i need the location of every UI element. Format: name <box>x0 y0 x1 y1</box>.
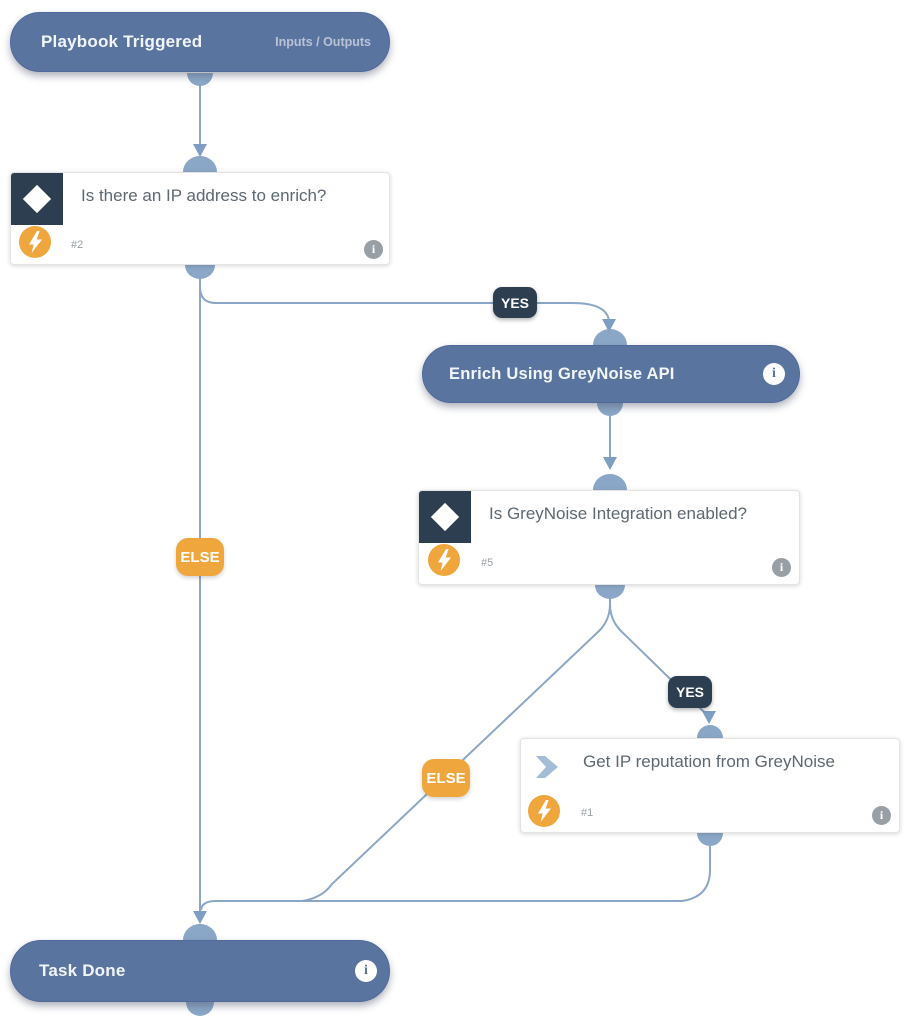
task-id: #5 <box>481 557 494 569</box>
info-icon[interactable]: i <box>872 806 891 825</box>
node-title: Playbook Triggered <box>41 32 203 51</box>
connector-ports <box>183 73 723 1016</box>
lightning-icon <box>528 795 560 827</box>
arrowheads <box>193 144 716 924</box>
node-title: Is GreyNoise Integration enabled? <box>489 504 747 523</box>
info-icon[interactable]: i <box>364 240 383 259</box>
lightning-icon <box>428 544 460 576</box>
task-id: #2 <box>71 239 84 251</box>
condition-icon-tile <box>11 173 63 225</box>
condition-icon-tile <box>419 491 471 543</box>
node-title: Is there an IP address to enrich? <box>81 186 327 205</box>
lightning-icon <box>19 226 51 258</box>
edge-label-else: ELSE <box>422 759 470 797</box>
diamond-icon <box>22 184 52 214</box>
info-icon[interactable]: i <box>772 558 791 577</box>
edge-label-else: ELSE <box>176 538 224 576</box>
node-condition-ip[interactable]: Is there an IP address to enrich? #2 i <box>10 172 390 265</box>
info-icon[interactable]: i <box>355 960 377 982</box>
node-title: Get IP reputation from GreyNoise <box>583 752 835 771</box>
edge-lines <box>199 85 711 911</box>
info-icon[interactable]: i <box>763 363 785 385</box>
node-task-done[interactable]: Task Done i <box>10 940 390 1002</box>
node-title: Task Done <box>39 961 126 980</box>
edge-label-yes: YES <box>493 287 537 318</box>
chevron-icon <box>534 755 560 784</box>
node-playbook-triggered[interactable]: Playbook Triggered Inputs / Outputs <box>10 12 390 72</box>
task-id: #1 <box>581 807 594 819</box>
node-section-enrich[interactable]: Enrich Using GreyNoise API i <box>422 345 800 403</box>
node-condition-integration[interactable]: Is GreyNoise Integration enabled? #5 i <box>418 490 800 585</box>
diamond-icon <box>430 502 460 532</box>
node-title: Enrich Using GreyNoise API <box>449 364 675 383</box>
inputs-outputs-link[interactable]: Inputs / Outputs <box>275 35 371 49</box>
node-task-get-ip-reputation[interactable]: Get IP reputation from GreyNoise #1 i <box>520 738 900 833</box>
edge-label-yes: YES <box>668 676 712 708</box>
